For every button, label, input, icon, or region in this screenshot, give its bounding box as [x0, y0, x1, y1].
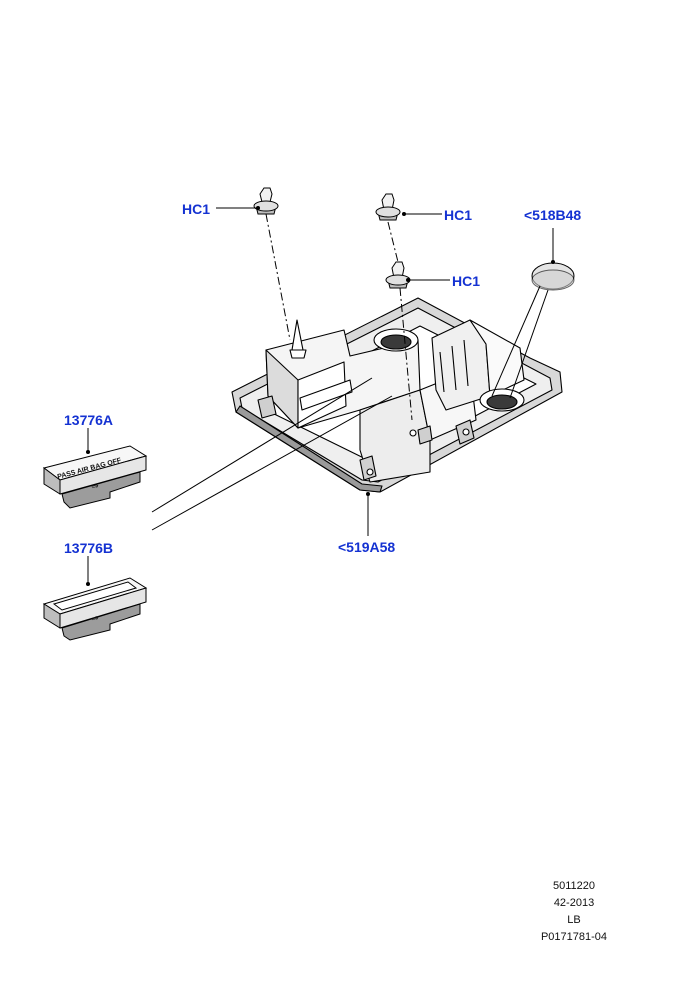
- switch-13776a: [42, 445, 148, 509]
- callout-console-housing: <519A58: [338, 539, 396, 555]
- footer-line-1: 5011220: [552, 880, 595, 892]
- assembly-lines: [87, 207, 554, 584]
- callout-switch-13776a: 13776A: [64, 412, 114, 428]
- callout-hc1-middle: HC1: [452, 273, 481, 289]
- footer-line-3: LB: [567, 914, 581, 926]
- push-clip-hc1-right: [375, 193, 401, 221]
- push-clip-hc1-left: [253, 187, 279, 215]
- callout-hc1-top-right: HC1: [444, 207, 473, 223]
- switch-13776b: [42, 577, 148, 641]
- switch-13776a-arrow-icon: ⇒: [90, 481, 100, 493]
- reference-footer: 5011220 42-2013 LB P0171781-04: [514, 878, 634, 946]
- push-clip-hc1-middle: [385, 261, 411, 289]
- callout-hc1-top-left: HC1: [182, 201, 211, 217]
- footer-line-4: P0171781-04: [540, 931, 608, 943]
- leader-dots: [86, 206, 555, 586]
- switch-13776b-arrow-icon: ⇒: [90, 613, 100, 625]
- overhead-console-housing: [231, 297, 563, 493]
- footer-line-2: 42-2013: [553, 897, 595, 909]
- callout-lens-cover: <518B48: [524, 207, 582, 223]
- lens-cover: [531, 262, 575, 291]
- callout-switch-13776b: 13776B: [64, 540, 114, 556]
